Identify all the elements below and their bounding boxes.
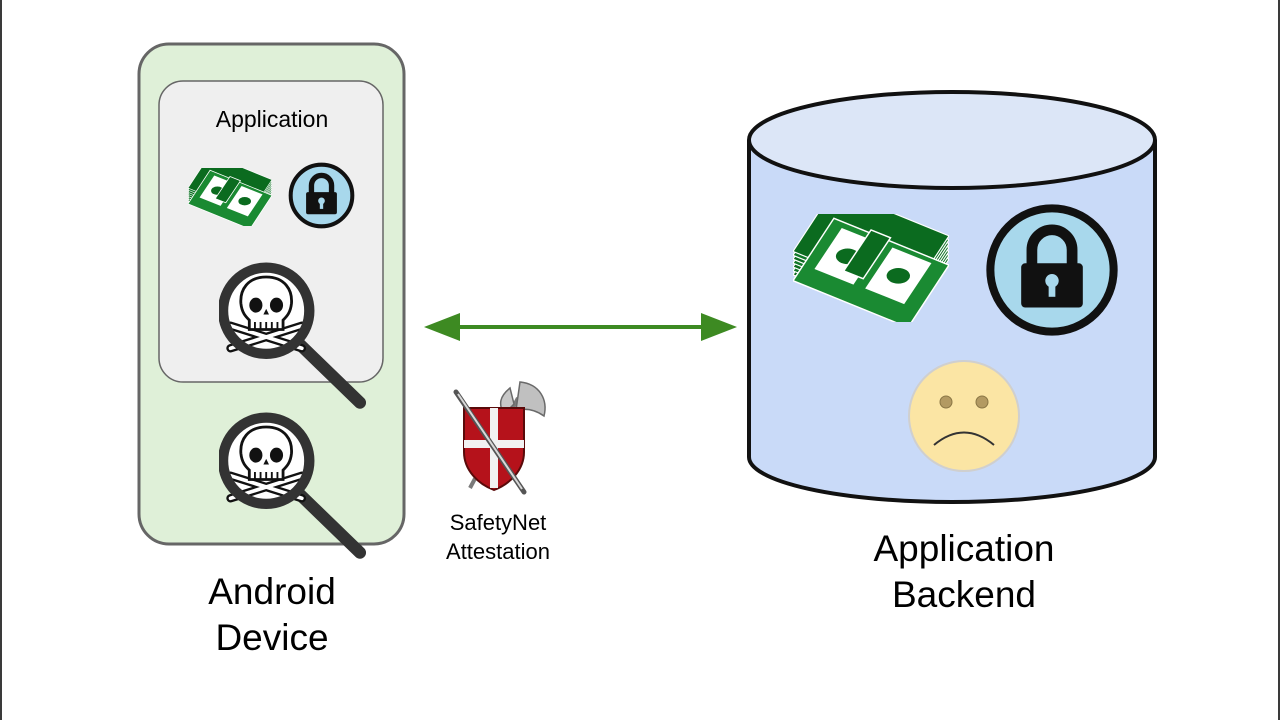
lock-icon — [990, 208, 1113, 331]
application-backend-label: Application Backend — [814, 526, 1114, 618]
safetynet-label: SafetyNet Attestation — [418, 508, 578, 566]
lock-icon — [291, 165, 353, 227]
right-frame-border — [1278, 0, 1280, 720]
android-device-label-line1: Android — [208, 571, 336, 612]
shield-swords-icon — [453, 381, 546, 495]
application-box — [158, 80, 384, 383]
application-label: Application — [215, 106, 329, 132]
safetynet-label-line1: SafetyNet — [449, 510, 547, 535]
sad-face-icon — [908, 360, 1020, 472]
connection-arrow — [424, 313, 737, 341]
backend-label-line2: Backend — [892, 574, 1036, 615]
left-frame-border — [0, 0, 2, 720]
android-device-label: Android Device — [172, 569, 372, 661]
safetynet-label-line2: Attestation — [446, 539, 550, 564]
backend-label-line1: Application — [873, 528, 1055, 569]
android-device-label-line2: Device — [215, 617, 329, 658]
